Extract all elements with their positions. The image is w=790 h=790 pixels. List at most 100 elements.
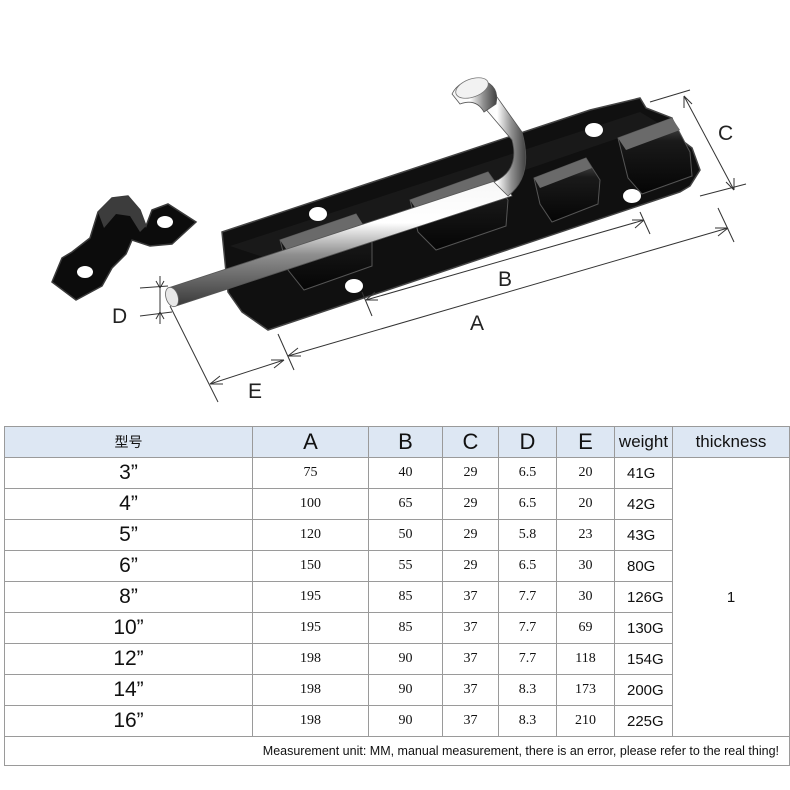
cell-weight: 130G [614,612,673,644]
table-row: 12” 198 90 37 7.7 118 154G [4,643,790,675]
cell-model: 14” [4,674,253,706]
cell-model: 12” [4,643,253,675]
dimension-b [361,211,651,317]
cell-a: 195 [252,581,369,613]
cell-model: 16” [4,705,253,737]
cell-a: 198 [252,705,369,737]
cell-c: 37 [442,643,499,675]
cell-model: 6” [4,550,253,582]
cell-e: 118 [556,643,615,675]
cell-e: 210 [556,705,615,737]
cell-c: 29 [442,519,499,551]
table-row: 14” 198 90 37 8.3 173 200G [4,674,790,706]
bolt-guard-rear [617,117,693,195]
dimension-a [277,207,735,371]
table-row: 16” 198 90 37 8.3 210 225G [4,705,790,737]
cell-c: 37 [442,612,499,644]
cell-model: 10” [4,612,253,644]
cell-e: 69 [556,612,615,644]
footnote-row: Measurement unit: MM, manual measurement… [4,736,790,766]
header-thickness: thickness [672,426,790,458]
cell-weight: 126G [614,581,673,613]
cell-weight: 80G [614,550,673,582]
table-row: 4” 100 65 29 6.5 20 42G [4,488,790,520]
cell-a: 75 [252,457,369,489]
cell-c: 29 [442,457,499,489]
cell-b: 85 [368,581,443,613]
table-row: 5” 120 50 29 5.8 23 43G [4,519,790,551]
bolt-rod [165,177,513,308]
cell-c: 37 [442,581,499,613]
cell-d: 7.7 [498,612,557,644]
header-e: E [556,426,615,458]
cell-c: 37 [442,705,499,737]
bolt-diagram: B A C D E [51,77,747,403]
cell-d: 7.7 [498,581,557,613]
cell-model: 8” [4,581,253,613]
cell-d: 8.3 [498,705,557,737]
header-weight: weight [614,426,673,458]
cell-d: 7.7 [498,643,557,675]
cell-b: 85 [368,612,443,644]
cell-e: 20 [556,488,615,520]
cell-d: 6.5 [498,550,557,582]
strike-plate [51,195,198,301]
cell-a: 150 [252,550,369,582]
cell-weight: 154G [614,643,673,675]
dimension-e [169,305,285,403]
cell-model: 5” [4,519,253,551]
cell-e: 20 [556,457,615,489]
cell-e: 23 [556,519,615,551]
spec-table: 型号 A B C D E weight thickness 3” 75 40 2… [4,426,790,766]
cell-a: 198 [252,674,369,706]
table-row: 6” 150 55 29 6.5 30 80G [4,550,790,582]
cell-e: 30 [556,550,615,582]
dimension-e-label: E [248,380,262,403]
dimension-d [139,276,173,324]
cell-thickness: 1 [672,457,790,737]
cell-a: 100 [252,488,369,520]
cell-b: 90 [368,674,443,706]
cell-d: 8.3 [498,674,557,706]
bolt-handle [451,77,527,197]
cell-b: 65 [368,488,443,520]
cell-e: 173 [556,674,615,706]
cell-a: 198 [252,643,369,675]
cell-weight: 42G [614,488,673,520]
table-row: 3” 75 40 29 6.5 20 41G 1 [4,457,790,737]
cell-model: 4” [4,488,253,520]
cell-b: 55 [368,550,443,582]
cell-a: 195 [252,612,369,644]
cell-e: 30 [556,581,615,613]
bolt-guard-slot [533,157,601,223]
dimension-c-label: C [718,122,733,145]
cell-weight: 200G [614,674,673,706]
measurement-footnote: Measurement unit: MM, manual measurement… [4,736,790,766]
header-d: D [498,426,557,458]
cell-d: 5.8 [498,519,557,551]
cell-b: 50 [368,519,443,551]
header-a: A [252,426,369,458]
cell-c: 29 [442,488,499,520]
dimension-a-label: A [470,312,484,335]
dimension-b-label: B [498,268,512,291]
cell-model: 3” [4,457,253,489]
table-header-row: 型号 A B C D E weight thickness [4,426,790,458]
table-row: 10” 195 85 37 7.7 69 130G [4,612,790,644]
cell-c: 37 [442,674,499,706]
header-c: C [442,426,499,458]
dimension-d-label: D [112,305,127,328]
cell-b: 90 [368,705,443,737]
cell-weight: 41G [614,457,673,489]
header-b: B [368,426,443,458]
table-row: 8” 195 85 37 7.7 30 126G [4,581,790,613]
cell-weight: 225G [614,705,673,737]
cell-d: 6.5 [498,457,557,489]
cell-b: 90 [368,643,443,675]
cell-a: 120 [252,519,369,551]
header-model: 型号 [4,426,253,458]
cell-weight: 43G [614,519,673,551]
dimension-c [649,89,747,197]
cell-c: 29 [442,550,499,582]
cell-b: 40 [368,457,443,489]
